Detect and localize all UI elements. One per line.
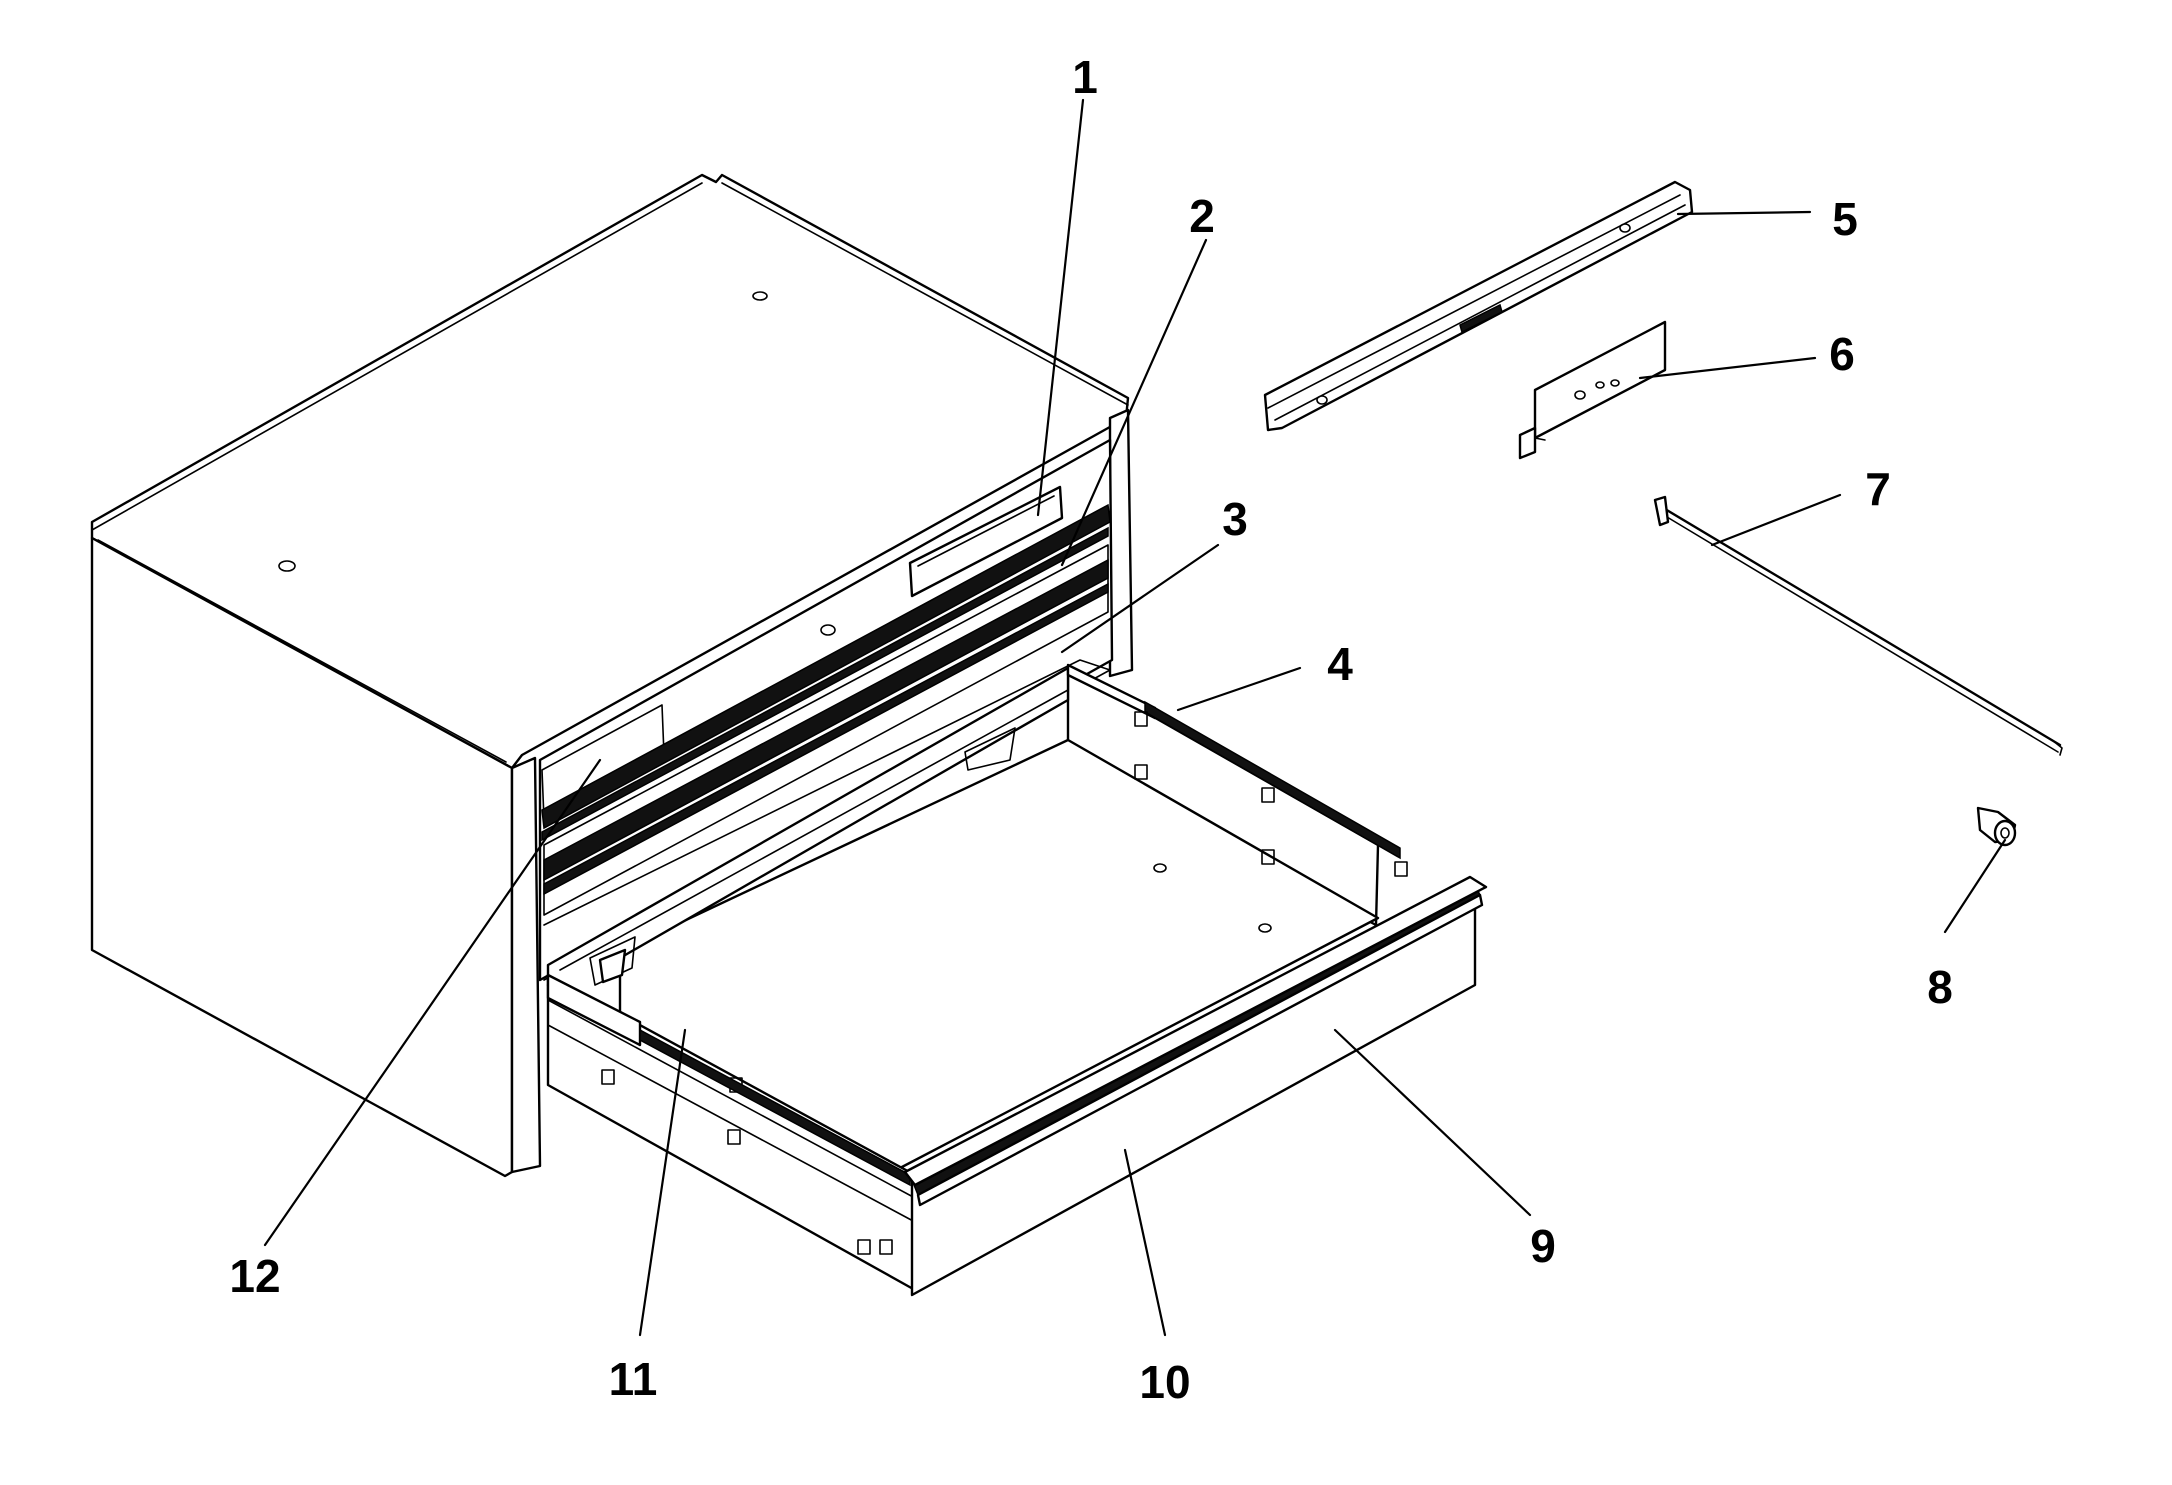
leader-7 [1710,493,1842,547]
leader-11 [638,1028,687,1337]
leader-12 [263,758,602,1247]
leader-6 [1638,356,1817,380]
drawer-slide-rail-right [1144,700,1401,860]
callout-4: 4 [1327,638,1353,690]
callout-7: 7 [1865,463,1891,515]
leader-1 [1036,98,1085,517]
part-lock-rod [1653,495,2063,756]
callout-12: 12 [229,1250,280,1302]
part-lock-cylinder [1976,806,2017,847]
callout-2: 2 [1189,190,1215,242]
leader-2 [1060,238,1208,567]
callout-9: 9 [1530,1220,1556,1272]
leader-3 [1060,543,1220,654]
callout-1: 1 [1072,51,1098,103]
upper-trim-strip [541,503,1111,830]
callout-10: 10 [1139,1356,1190,1408]
callout-6: 6 [1829,328,1855,380]
part-drawer-slide [1263,180,1694,432]
part-bracket [1518,320,1667,460]
callout-11: 11 [609,1353,658,1405]
leader-lines [263,98,2007,1337]
cabinet-front-frame [538,438,1114,982]
callout-5: 5 [1832,193,1858,245]
open-drawer [546,663,1488,1297]
callout-numbers: 1 2 3 4 5 6 7 8 9 10 11 12 [229,51,1952,1408]
leader-5 [1676,210,1812,216]
label-plate [908,485,1064,598]
leader-10 [1123,1148,1167,1337]
cabinet-body [90,173,1134,1178]
callout-8: 8 [1927,961,1953,1013]
drawer-slide-left [546,973,642,1047]
leader-8 [1943,838,2007,934]
leader-4 [1176,666,1302,712]
second-trim-strip [543,558,1109,882]
callout-3: 3 [1222,493,1248,545]
leader-9 [1333,1028,1532,1217]
